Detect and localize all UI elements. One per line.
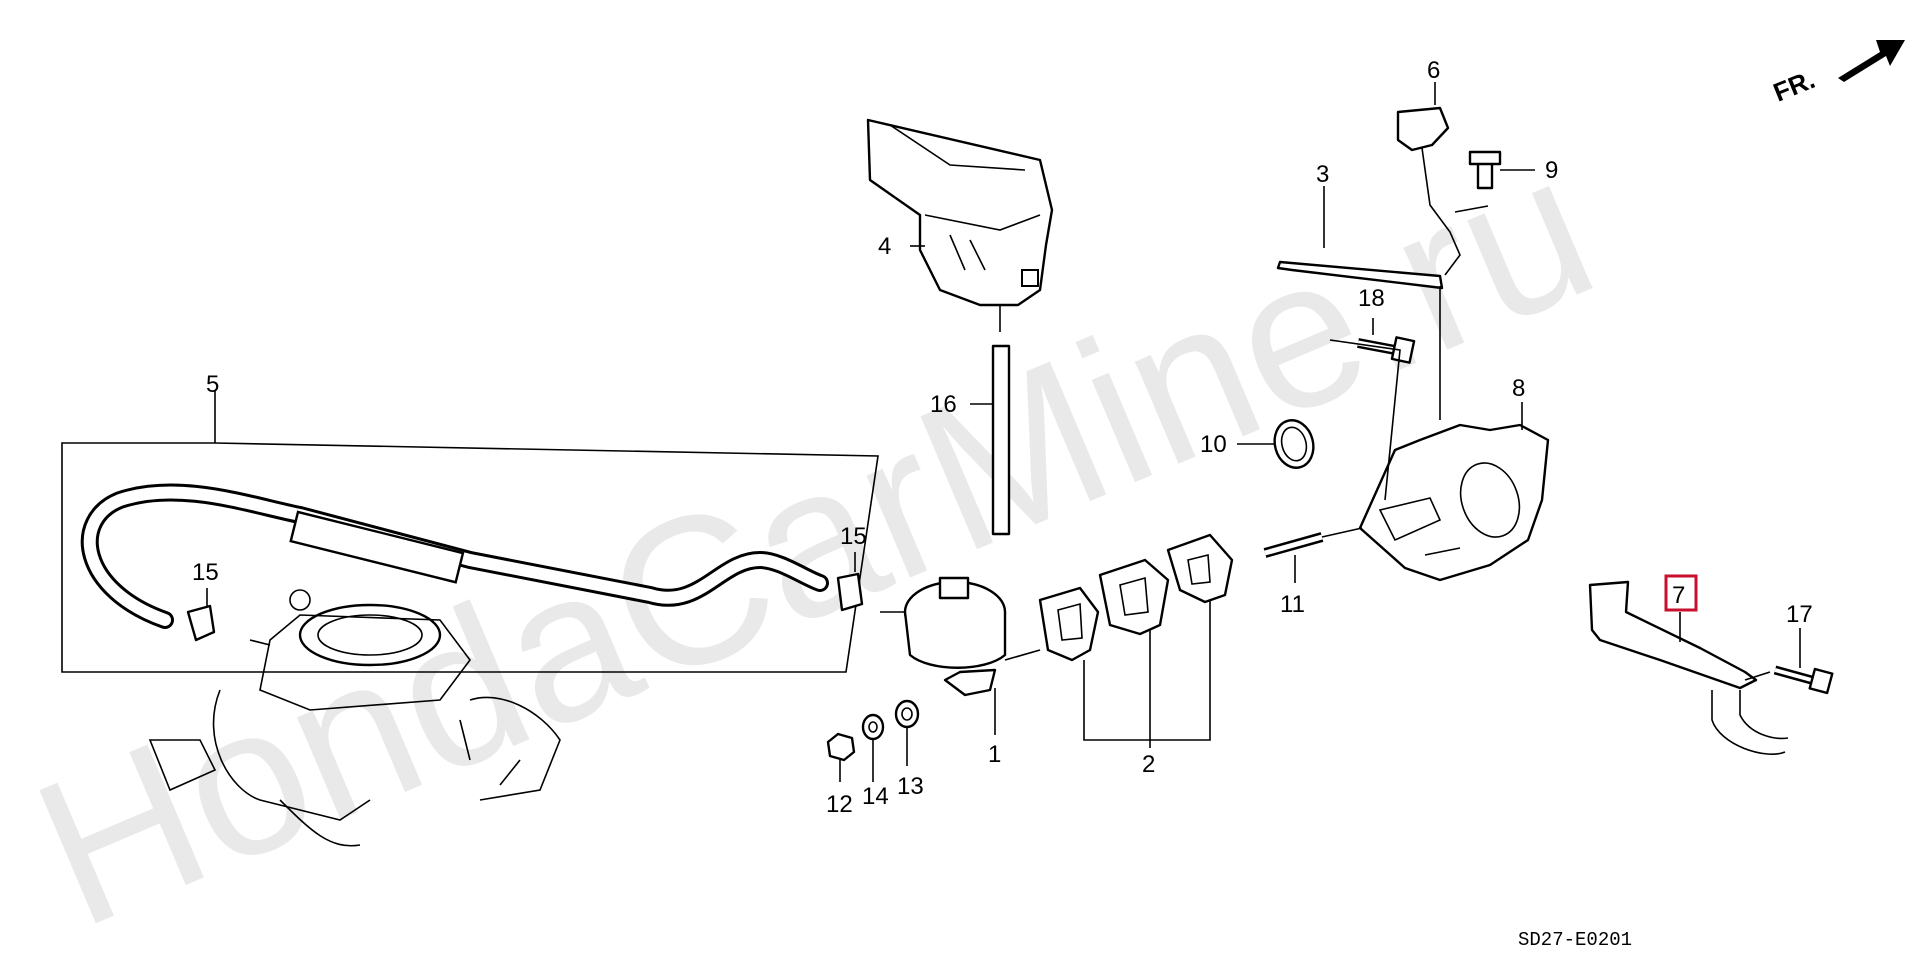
- hose-clamp-right: [836, 572, 864, 612]
- gasket-part-3: [1166, 533, 1234, 604]
- nut-part-12: [826, 732, 856, 762]
- callout-8: 8: [1512, 375, 1525, 402]
- callout-4: 4: [878, 233, 891, 260]
- callout-5: 5: [206, 371, 219, 398]
- callout-3: 3: [1316, 161, 1329, 188]
- stud-part: [1263, 527, 1363, 558]
- sensor-part: [1396, 106, 1489, 276]
- callout-1: 1: [988, 741, 1001, 768]
- rod-part: [991, 344, 1011, 536]
- callout-12: 12: [826, 791, 853, 818]
- bolt-part-9: [1468, 150, 1502, 190]
- washer-part-13: [894, 699, 920, 729]
- hose-assembly-outline: [61, 390, 879, 673]
- diaphragm-part: [880, 576, 1041, 697]
- front-arrow-icon: [1838, 40, 1905, 82]
- callout-6: 6: [1427, 57, 1440, 84]
- bracket-part: [1588, 580, 1789, 755]
- throttle-body-sketch: [148, 589, 561, 847]
- callout-17: 17: [1786, 601, 1813, 628]
- vacuum-hose: [80, 483, 829, 629]
- callout-15-right: 15: [840, 523, 867, 550]
- lever-part: [1276, 260, 1444, 290]
- callout-15-left: 15: [192, 559, 219, 586]
- callout-10: 10: [1200, 431, 1227, 458]
- callout-2: 2: [1142, 751, 1155, 778]
- gasket-part-2: [1098, 558, 1170, 636]
- callout-9: 9: [1545, 157, 1558, 184]
- gasket-part-1: [1038, 586, 1100, 662]
- diagram-code: SD27-E0201: [1518, 929, 1632, 951]
- air-cover-part: [866, 118, 1054, 332]
- leader-lines: [206, 82, 1801, 782]
- callout-13: 13: [897, 773, 924, 800]
- hose-clamp-left: [186, 604, 216, 642]
- front-label: FR.: [1769, 64, 1819, 108]
- washer-part-14: [861, 713, 885, 741]
- bolt-part-17: [1773, 665, 1834, 695]
- callout-7: 7: [1672, 582, 1685, 609]
- callout-14: 14: [862, 783, 889, 810]
- throttle-housing-part: [1358, 286, 1550, 582]
- callout-16: 16: [930, 391, 957, 418]
- o-ring-part: [1273, 419, 1315, 469]
- callout-18: 18: [1358, 285, 1385, 312]
- callout-7-highlight-box: [1664, 574, 1698, 612]
- callout-11: 11: [1280, 591, 1305, 618]
